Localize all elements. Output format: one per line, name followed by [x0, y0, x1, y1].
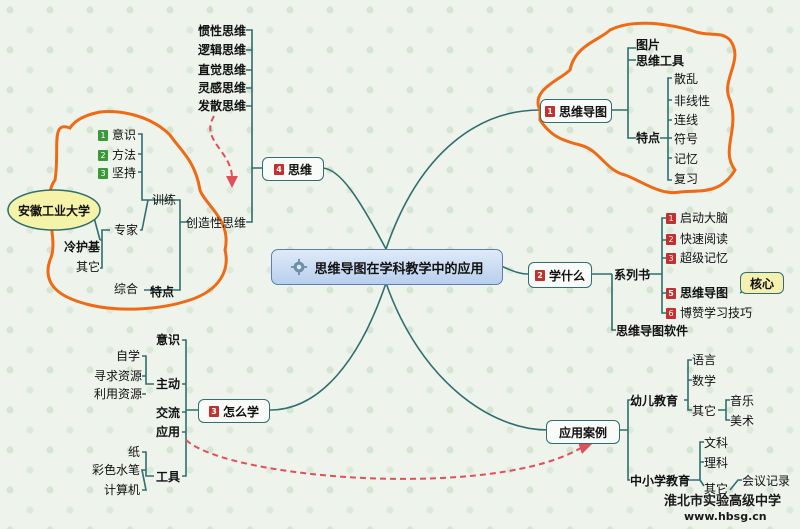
- badge-4-icon: 4: [273, 163, 284, 175]
- node-meeting-notes[interactable]: 会议记录: [742, 474, 791, 488]
- badge-2-icon: 2: [534, 269, 545, 281]
- node-seek-resources[interactable]: 寻求资源: [94, 369, 143, 383]
- branch-application-cases[interactable]: 应用案例: [546, 420, 620, 444]
- node-math[interactable]: 数学: [692, 374, 717, 388]
- node-creative-thinking[interactable]: 创造性思维: [186, 216, 247, 230]
- node-divergent-thinking[interactable]: 发散思维: [198, 99, 247, 113]
- branch-application-cases-label: 应用案例: [558, 425, 607, 440]
- node-feature-memory[interactable]: 记忆: [674, 152, 699, 166]
- node-art[interactable]: 美术: [730, 414, 755, 428]
- node-synthesis[interactable]: 综合: [114, 282, 139, 296]
- node-computer[interactable]: 计算机: [104, 483, 141, 497]
- node-pictures[interactable]: 图片: [636, 38, 661, 52]
- node-logical-thinking[interactable]: 逻辑思维: [198, 43, 247, 57]
- node-feature-connect[interactable]: 连线: [674, 113, 699, 127]
- branch-thinking[interactable]: 4 思维: [262, 157, 324, 181]
- branch-mind-map-label: 思维导图: [558, 104, 607, 119]
- node-book-series[interactable]: 系列书: [614, 268, 651, 282]
- node-preschool[interactable]: 幼儿教育: [630, 394, 679, 408]
- branch-mind-map[interactable]: 1 思维导图: [540, 99, 612, 123]
- node-color-pens[interactable]: 彩色水笔: [92, 463, 141, 477]
- watermark-school: 淮北市实验高级中学: [664, 494, 782, 509]
- branch-how-to-learn[interactable]: 3 怎么学: [198, 399, 270, 423]
- node-k12[interactable]: 中小学教育: [630, 474, 691, 488]
- node-feature-review[interactable]: 复习: [674, 172, 699, 186]
- node-school-other[interactable]: 其它: [704, 482, 729, 496]
- node-inertial-thinking[interactable]: 惯性思维: [198, 24, 247, 38]
- node-thinking-tool[interactable]: 思维工具: [636, 54, 685, 68]
- node-language[interactable]: 语言: [692, 353, 717, 367]
- node-sciences[interactable]: 理科: [704, 456, 729, 470]
- node-apply[interactable]: 应用: [156, 425, 181, 439]
- node-anhui-univ[interactable]: 安徽工业大学: [18, 204, 91, 218]
- node-expert-other[interactable]: 其它: [76, 260, 101, 274]
- badge-1-icon: 1: [544, 105, 555, 117]
- callout-core-label: 核心: [749, 276, 774, 291]
- node-expert[interactable]: 专家: [114, 223, 139, 237]
- node-intuitive-thinking[interactable]: 直觉思维: [198, 63, 247, 77]
- node-how-awareness[interactable]: 意识: [156, 333, 181, 347]
- node-music[interactable]: 音乐: [730, 394, 755, 408]
- node-tools[interactable]: 工具: [156, 470, 181, 484]
- branch-what-to-learn[interactable]: 2 学什么: [528, 262, 592, 288]
- branch-how-to-learn-label: 怎么学: [222, 404, 259, 419]
- node-active[interactable]: 主动: [156, 377, 181, 391]
- node-training[interactable]: 训练: [152, 193, 177, 207]
- badge-3-icon: 3: [208, 405, 219, 417]
- node-use-resources[interactable]: 利用资源: [94, 387, 143, 401]
- node-mind-map-software[interactable]: 思维导图软件: [616, 324, 689, 338]
- gear-icon: [291, 258, 308, 276]
- node-feature-scattered[interactable]: 散乱: [674, 72, 699, 86]
- node-paper[interactable]: 纸: [128, 445, 141, 459]
- watermark-site: www.hbsg.cn: [684, 510, 767, 523]
- branch-thinking-label: 思维: [287, 162, 312, 177]
- node-traits[interactable]: 特点: [150, 285, 175, 299]
- node-preschool-other[interactable]: 其它: [692, 404, 717, 418]
- node-feature-symbol[interactable]: 符号: [674, 132, 699, 146]
- node-inspiration-thinking[interactable]: 灵感思维: [198, 81, 247, 95]
- central-topic[interactable]: 思维导图在学科教学中的应用: [271, 249, 503, 285]
- node-feature-nonlinear[interactable]: 非线性: [674, 94, 711, 108]
- node-communicate[interactable]: 交流: [156, 406, 181, 420]
- node-features[interactable]: 特点: [636, 131, 661, 145]
- node-self-study[interactable]: 自学: [116, 349, 141, 363]
- callout-core[interactable]: 核心: [740, 272, 784, 294]
- branch-what-to-learn-label: 学什么: [548, 268, 585, 283]
- node-person[interactable]: 冷护基: [64, 240, 101, 254]
- central-topic-label: 思维导图在学科教学中的应用: [314, 261, 484, 277]
- node-liberal-arts[interactable]: 文科: [704, 436, 729, 450]
